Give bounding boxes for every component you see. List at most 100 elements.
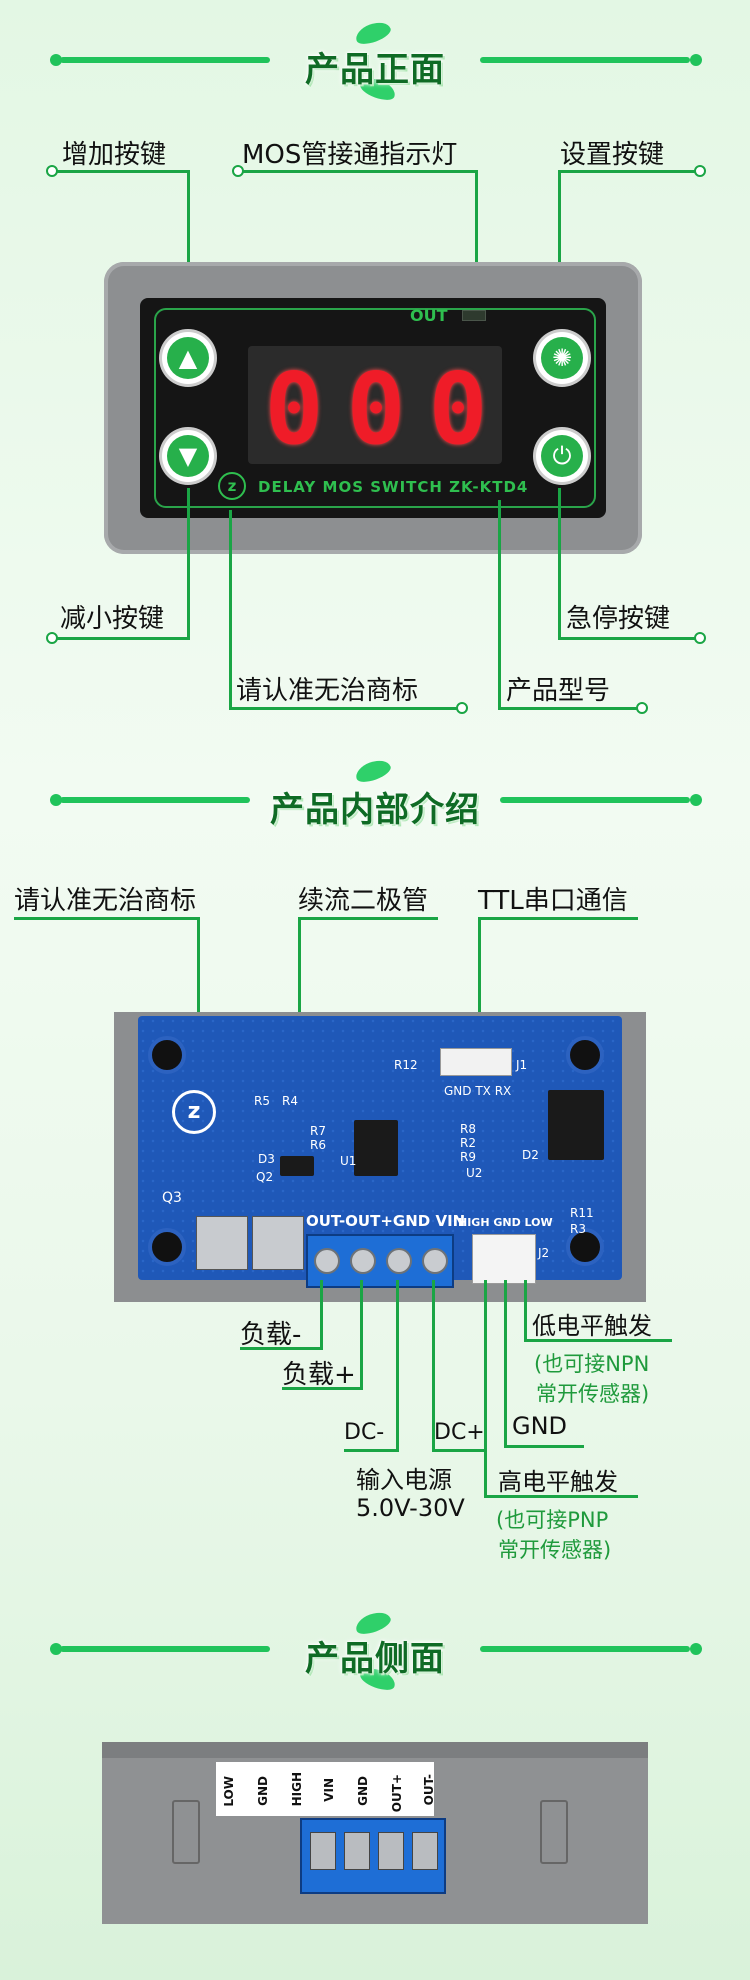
label-ttl: TTL串口通信: [478, 886, 628, 916]
increase-button[interactable]: ▲: [162, 332, 214, 384]
label-settings-key: 设置按键: [560, 140, 665, 170]
pin-label: OUT+: [390, 1774, 404, 1813]
transistor-pair: [548, 1090, 604, 1160]
uart-header: [440, 1048, 512, 1076]
leader-line: [14, 917, 200, 920]
settings-button[interactable]: ✺: [536, 332, 588, 384]
mount-hole: [566, 1036, 604, 1074]
terminal-screw: [422, 1248, 448, 1274]
leader-line: [360, 1280, 363, 1390]
label-model: 产品型号: [506, 676, 611, 706]
silk-q2: Q2: [256, 1170, 274, 1184]
silk-r12: R12: [394, 1058, 418, 1072]
leader-line: [432, 1280, 435, 1452]
decrease-button[interactable]: ▼: [162, 430, 214, 482]
leader-line: [524, 1280, 527, 1342]
leader-line: [558, 170, 561, 320]
leader-line: [298, 917, 438, 920]
leader-line: [52, 637, 190, 640]
leader-line: [558, 170, 696, 173]
leader-line: [478, 917, 481, 1045]
terminal-screw: [386, 1248, 412, 1274]
leader-line: [52, 170, 190, 173]
gear-icon: ✺: [541, 337, 583, 379]
trigger-connector: [472, 1234, 536, 1284]
side-clip: [172, 1800, 200, 1864]
emergency-stop-button[interactable]: ⏻: [536, 430, 588, 482]
silk-uart: GND TX RX: [444, 1084, 512, 1098]
leader-endpoint: [694, 165, 706, 177]
silk-d3: D3: [258, 1152, 275, 1166]
header-dot: [50, 54, 62, 66]
leader-line: [498, 707, 640, 710]
mosfet-q3: [196, 1216, 248, 1270]
leader-line: [344, 1449, 399, 1452]
brand-logo-icon: z: [172, 1090, 216, 1134]
label-increase-key: 增加按键: [62, 140, 167, 170]
label-inside-trademark: 请认准无治商标: [14, 886, 197, 916]
leader-line: [504, 1280, 507, 1448]
silk-r9: R9: [460, 1150, 476, 1164]
mount-hole: [148, 1036, 186, 1074]
header-line-left: [60, 1646, 270, 1652]
mount-hole: [566, 1228, 604, 1266]
display-digit: 0: [428, 353, 488, 467]
leader-endpoint: [46, 632, 58, 644]
leader-line: [432, 1449, 486, 1452]
display-digit: 0: [346, 353, 406, 467]
pin-label: HIGH: [290, 1772, 304, 1807]
silk-r2: R2: [460, 1136, 476, 1150]
header-dot: [690, 54, 702, 66]
brand-logo-icon: z: [218, 472, 246, 500]
leader-line: [282, 1387, 363, 1390]
label-load-pos: 负载+: [282, 1360, 356, 1390]
silk-r8: R8: [460, 1122, 476, 1136]
section-title-inside: 产品内部介绍: [270, 790, 480, 830]
out-indicator-led: [462, 310, 486, 321]
label-power-range: 5.0V-30V: [356, 1494, 465, 1522]
label-gnd: GND: [512, 1412, 568, 1440]
leader-endpoint: [636, 702, 648, 714]
side-pin-label-strip: [216, 1762, 434, 1816]
leader-line: [229, 510, 232, 710]
pin-label: GND: [356, 1776, 370, 1806]
leader-line: [498, 500, 501, 710]
header-dot: [50, 794, 62, 806]
note-high-2: 常开传感器): [498, 1538, 612, 1562]
leader-line: [187, 488, 190, 640]
label-diode: 续流二极管: [298, 886, 429, 916]
label-high-trigger: 高电平触发: [498, 1468, 618, 1496]
silk-d2: D2: [522, 1148, 539, 1162]
label-mos-indicator: MOS管接通指示灯: [242, 140, 458, 170]
silk-r3: R3: [570, 1222, 586, 1236]
leader-line: [484, 1495, 638, 1498]
leader-line: [524, 1339, 672, 1342]
out-label: OUT: [410, 306, 448, 325]
pin-label: OUT-: [422, 1774, 436, 1806]
note-low-2: 常开传感器): [536, 1382, 650, 1406]
silk-u2: U2: [466, 1166, 483, 1180]
header-line-left: [60, 57, 270, 63]
arrow-down-icon: ▼: [167, 435, 209, 477]
mount-hole: [148, 1228, 186, 1266]
label-load-neg: 负载-: [240, 1320, 302, 1350]
section-title-front: 产品正面: [305, 50, 445, 90]
terminal-screw: [350, 1248, 376, 1274]
leader-endpoint: [456, 702, 468, 714]
silk-q3: Q3: [162, 1190, 182, 1206]
mcu-chip: [354, 1120, 398, 1176]
header-line-right: [480, 1646, 690, 1652]
label-low-trigger: 低电平触发: [532, 1312, 652, 1340]
terminal-slot: [310, 1832, 336, 1870]
header-line-right: [500, 797, 690, 803]
seven-segment-display: [248, 346, 502, 464]
silk-r5: R5: [254, 1094, 270, 1108]
leader-line: [187, 170, 190, 320]
silk-trigger: HIGH GND LOW: [458, 1216, 553, 1229]
note-low-1: (也可接NPN: [534, 1352, 650, 1376]
power-icon: ⏻: [541, 435, 583, 477]
leader-line: [240, 1347, 323, 1350]
mosfet-q3b: [252, 1216, 304, 1270]
leader-line: [320, 1280, 323, 1350]
header-dot: [690, 794, 702, 806]
